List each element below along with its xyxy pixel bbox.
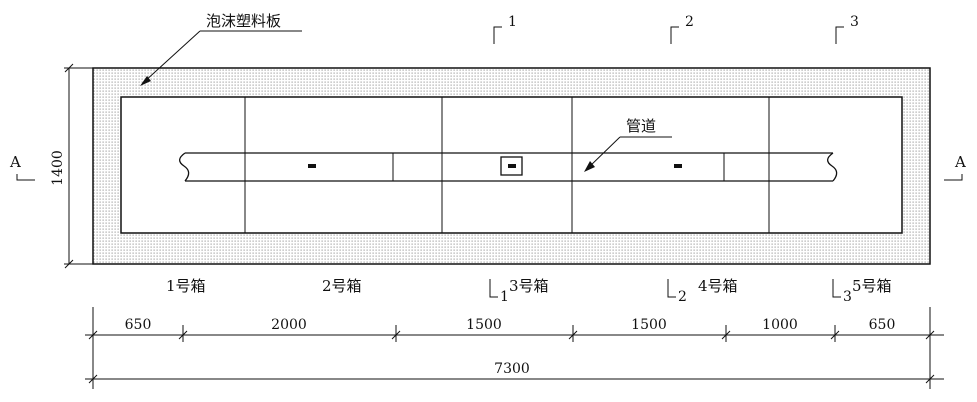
box-2-label: 2号箱	[322, 277, 362, 295]
segment-dimension-line	[85, 307, 944, 389]
pipe	[178, 152, 838, 182]
total-dim: 7300	[494, 361, 530, 377]
box-dividers	[244, 97, 770, 233]
section-a-left-label: A	[9, 153, 21, 171]
box-3-label: 3号箱	[509, 277, 549, 295]
segment-5-dim: 1000	[762, 317, 798, 333]
section-2-top-label: 2	[685, 14, 694, 30]
section-1-bottom-label: 1	[500, 289, 509, 305]
section-3-top-label: 3	[850, 14, 859, 30]
section-a-right-label: A	[954, 153, 966, 171]
segment-6-dim: 650	[869, 317, 896, 333]
section-1-top-label: 1	[508, 14, 517, 30]
section-markers-top	[493, 26, 844, 44]
foam-board-leader	[140, 30, 302, 86]
section-2-bottom-label: 2	[678, 289, 687, 305]
segment-4-dim: 1500	[631, 317, 667, 333]
section-marker-left	[16, 174, 35, 181]
total-dimension-line	[85, 374, 944, 384]
section-marker-right	[944, 174, 963, 181]
box-1-label: 1号箱	[166, 277, 206, 295]
pipe-leader	[584, 136, 672, 172]
box-4-label: 4号箱	[698, 277, 738, 295]
segment-2-dim: 2000	[271, 317, 307, 333]
segment-3-dim: 1500	[466, 317, 502, 333]
height-label: 1400	[50, 150, 66, 186]
box-5-label: 5号箱	[852, 277, 892, 295]
foam-board-label: 泡沫塑料板	[206, 12, 281, 30]
pipe-label: 管道	[626, 117, 656, 135]
segment-1-dim: 650	[125, 317, 152, 333]
height-dimension	[64, 63, 96, 269]
section-3-bottom-label: 3	[843, 289, 852, 305]
section-markers-bottom	[489, 279, 841, 298]
